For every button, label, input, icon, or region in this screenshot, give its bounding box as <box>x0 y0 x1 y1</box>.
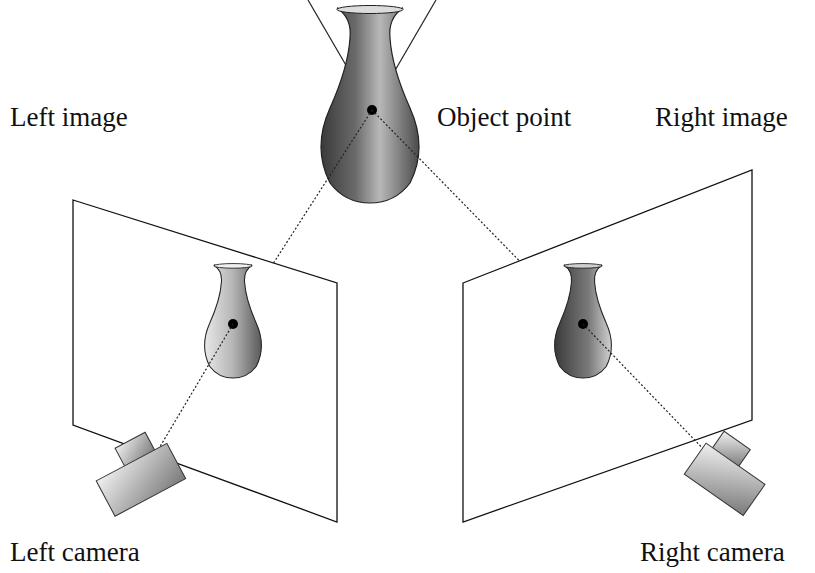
plane-label: Left image <box>10 103 128 133</box>
camera-label: Left camera <box>10 538 140 568</box>
ray <box>158 324 233 450</box>
right-camera <box>684 427 776 516</box>
left-image-plane <box>73 200 337 522</box>
right-image-vase <box>555 264 612 379</box>
point-label: Object point <box>437 103 571 133</box>
left-camera <box>87 426 186 517</box>
ray <box>583 324 712 458</box>
camera-label: Right camera <box>640 538 785 568</box>
plane-label: Right image <box>655 103 788 133</box>
left-image-vase <box>205 264 262 379</box>
object-vase <box>321 6 419 204</box>
